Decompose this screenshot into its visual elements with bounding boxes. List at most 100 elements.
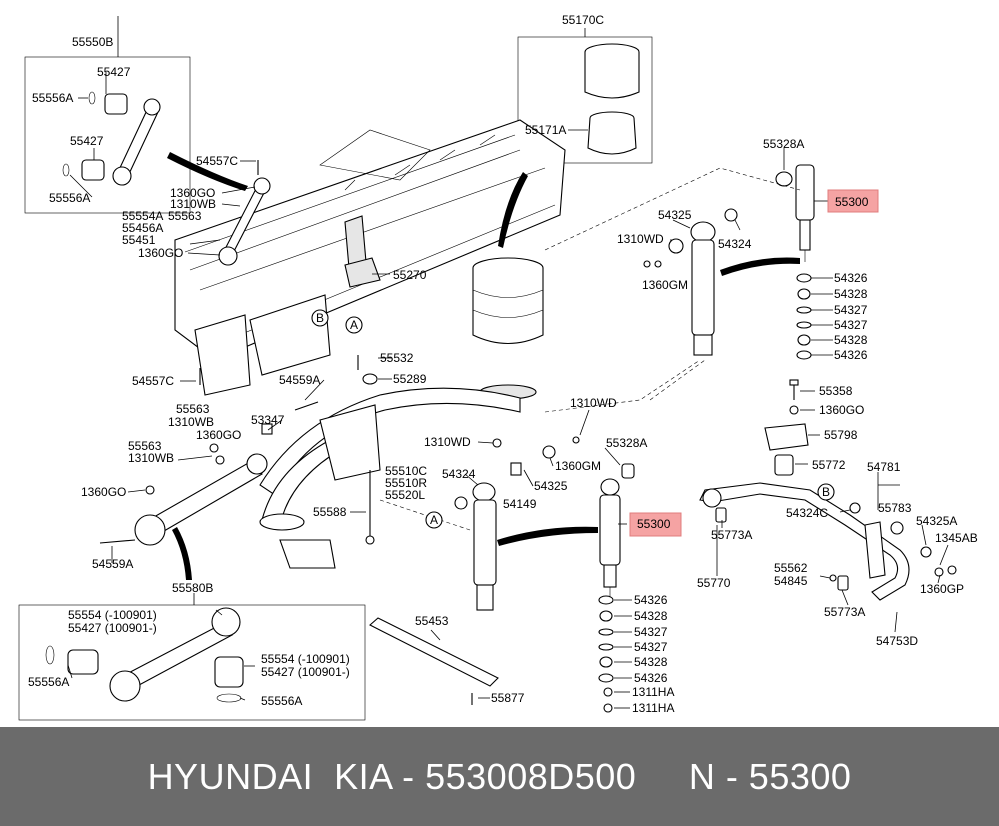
label: 55773A: [824, 605, 865, 619]
label: 53347: [251, 413, 285, 427]
label: 1360GO: [170, 186, 215, 200]
label: 55556A: [32, 91, 73, 105]
label: 54324: [442, 467, 476, 481]
label-layer: 55550B 55427 55556A 55427 55556A 55170C …: [28, 13, 978, 715]
label: A: [430, 513, 438, 527]
label: 54326: [834, 348, 868, 362]
label: 55588: [313, 505, 347, 519]
label: 54557C: [196, 154, 238, 168]
label: 1310WB: [128, 451, 174, 465]
inset-box-55550B: [24, 56, 191, 214]
label: 54325: [534, 479, 568, 493]
washer-stack-upper: [796, 273, 812, 360]
label: 55510C: [385, 464, 427, 478]
label: 55453: [415, 614, 449, 628]
label: 54328: [634, 609, 668, 623]
air-spring-assembly: [472, 257, 544, 400]
label: 55798: [824, 428, 858, 442]
label: 1360GO: [196, 428, 241, 442]
label: 54149: [503, 497, 537, 511]
label: 54327: [834, 303, 868, 317]
label: 55554 (-100901): [68, 608, 157, 622]
leader-lines: [67, 16, 949, 709]
chassis-frame: [174, 119, 566, 396]
label: 55289: [393, 372, 427, 386]
label: 1310WD: [570, 396, 617, 410]
misc-bolts: [145, 160, 662, 545]
label: 54781: [867, 460, 901, 474]
inset-bumper-55170C: [584, 43, 640, 155]
circle-callouts: [311, 309, 835, 529]
inset-rod-55550B: [62, 91, 161, 186]
dashed-leaders: [379, 167, 801, 531]
label: 55877: [491, 691, 525, 705]
label: 1310WD: [617, 232, 664, 246]
shock-absorber-upper-right: [775, 164, 815, 262]
label: 54324: [718, 237, 752, 251]
label: 54328: [834, 287, 868, 301]
label: 55783: [878, 501, 912, 515]
label: 55300: [637, 517, 671, 531]
label: 1345AB: [935, 531, 978, 545]
label: 55770: [697, 576, 731, 590]
label: 55328A: [763, 137, 804, 151]
label: A: [350, 318, 358, 332]
label: 55556A: [261, 694, 302, 708]
footer-bar: HYUNDAI KIA - 553008D500 N - 55300: [0, 727, 999, 826]
leaf-spring: [259, 387, 521, 569]
shock-absorber-middle: [668, 208, 738, 356]
label: 55563: [176, 402, 210, 416]
label: 55456A: [122, 221, 163, 235]
label: 55328A: [606, 436, 647, 450]
label: 1360GP: [920, 582, 964, 596]
inset-arm-55580B: [45, 607, 244, 703]
label: 55171A: [525, 123, 566, 137]
label: 55510R: [385, 476, 427, 490]
label: 55580B: [172, 581, 213, 595]
label: 55773A: [711, 528, 752, 542]
label: 54325: [658, 208, 692, 222]
stabilizer-bar: [699, 379, 957, 601]
lower-control-arm: [99, 453, 268, 546]
label: 55520L: [385, 488, 425, 502]
label: 55358: [819, 384, 853, 398]
footer-part-number: HYUNDAI KIA - 553008D500 N - 55300: [147, 756, 852, 797]
label: 1310WB: [168, 415, 214, 429]
label: 55451: [122, 233, 156, 247]
label: 55427: [70, 134, 104, 148]
label: 1360GM: [555, 459, 601, 473]
label: 1310WB: [170, 197, 216, 211]
shock-absorber-lower-right: [599, 463, 635, 597]
label: 55563: [168, 209, 202, 223]
pointer-arrows: [167, 152, 800, 580]
label: 54326: [634, 593, 668, 607]
inset-box-55580B: [18, 604, 366, 721]
label: 54559A: [279, 373, 320, 387]
label: 55563: [128, 439, 162, 453]
label: 1360GO: [81, 485, 126, 499]
label: 54328: [834, 333, 868, 347]
label: 54559A: [92, 557, 133, 571]
upper-rod: [218, 177, 271, 266]
label: B: [316, 311, 324, 325]
label: 55772: [812, 458, 846, 472]
label: 54326: [834, 271, 868, 285]
label: 54557C: [132, 374, 174, 388]
washer-stack-lower: [598, 595, 614, 713]
label: 1360GO: [138, 246, 183, 260]
label: 54324C: [786, 506, 828, 520]
highlight-box-55300-lower: [629, 512, 682, 537]
label: 1310WD: [424, 435, 471, 449]
label: 54753D: [876, 634, 918, 648]
label: 55532: [380, 351, 414, 365]
label: 54328: [634, 655, 668, 669]
label: 54325A: [916, 514, 957, 528]
label: 54327: [634, 640, 668, 654]
label: 54327: [834, 318, 868, 332]
label: B: [822, 485, 830, 499]
label: 55554 (-100901): [261, 652, 350, 666]
highlight-box-55300-upper: [827, 189, 879, 213]
label: 55270: [393, 268, 427, 282]
plate-55453: [369, 617, 499, 705]
